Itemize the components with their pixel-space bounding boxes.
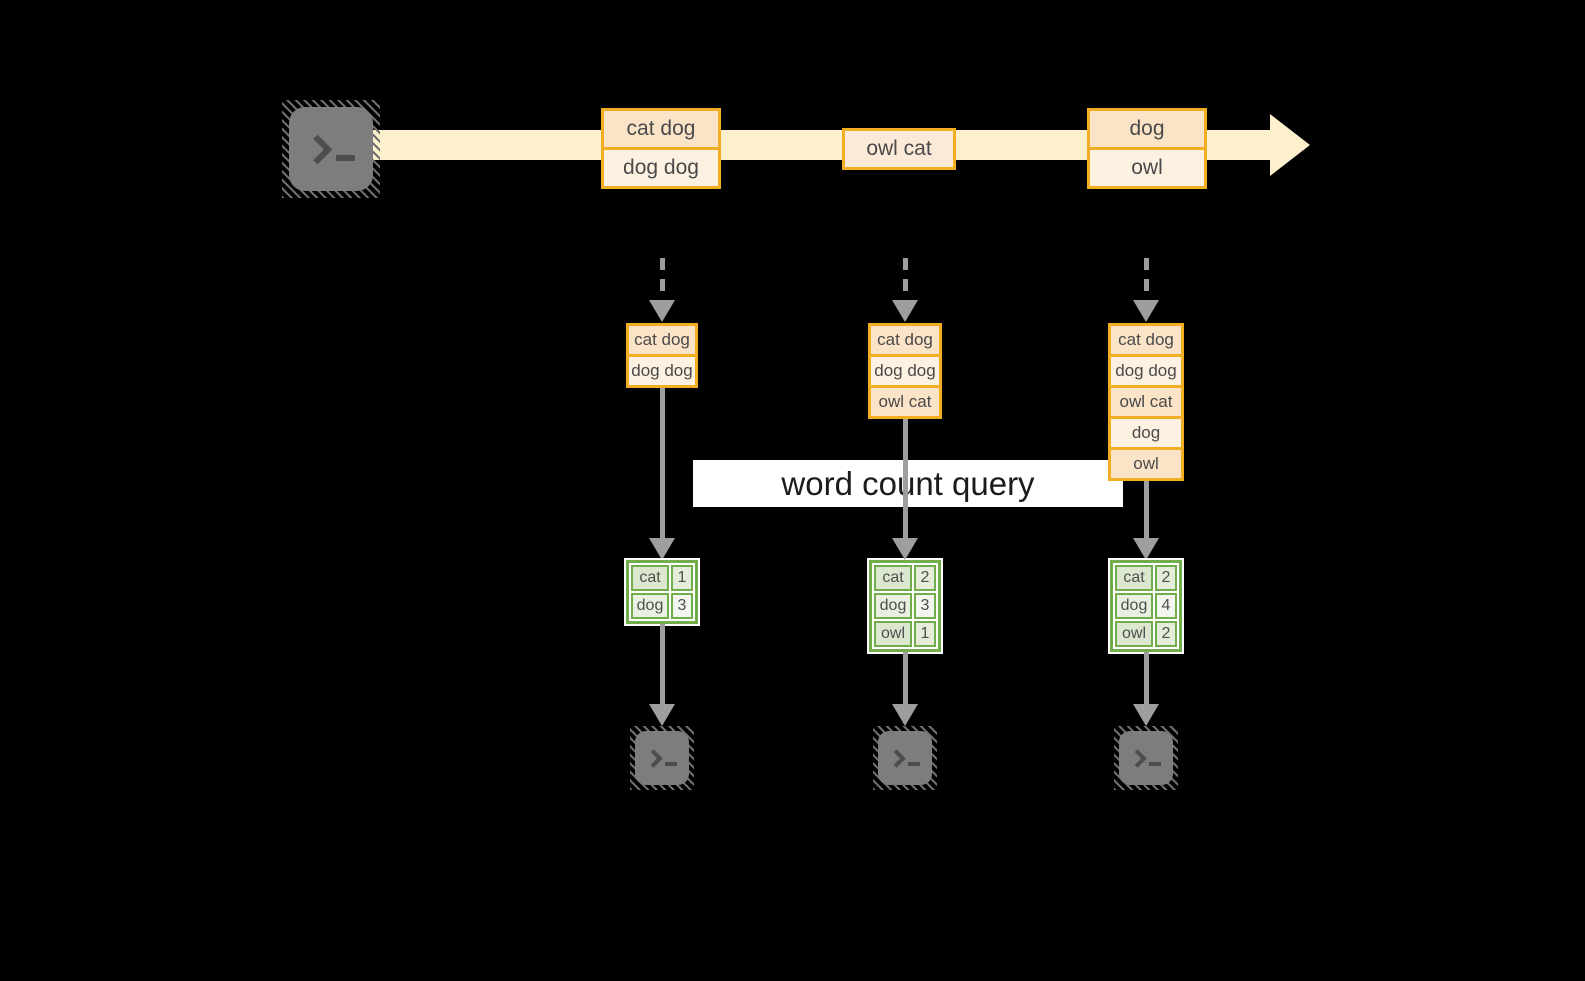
underscore-cursor-icon xyxy=(336,155,355,161)
stream-event-box-2: owl cat xyxy=(842,128,956,170)
dashed-arrow xyxy=(903,258,908,302)
dashed-arrowhead-icon xyxy=(892,300,918,322)
underscore-cursor-icon xyxy=(665,762,677,766)
event-buffer-stack-1: cat dog dog dog xyxy=(626,323,698,388)
table-cell-word: owl xyxy=(874,621,912,647)
underscore-cursor-icon xyxy=(1149,762,1161,766)
table-cell-word: owl xyxy=(1115,621,1153,647)
table-cell-count: 2 xyxy=(914,565,936,591)
event-cell: dog xyxy=(1087,108,1207,150)
table-cell-count: 4 xyxy=(1155,593,1177,619)
terminal-prompt-icon xyxy=(289,107,373,191)
table-cell-word: dog xyxy=(631,593,669,619)
table-cell-count: 2 xyxy=(1155,565,1177,591)
buffer-cell: cat dog xyxy=(1108,323,1184,357)
table-cell-count: 3 xyxy=(671,593,693,619)
buffer-cell: owl xyxy=(1108,447,1184,481)
table-cell-count: 3 xyxy=(914,593,936,619)
flow-arrow xyxy=(903,652,908,704)
table-cell-count: 1 xyxy=(914,621,936,647)
table-cell-count: 1 xyxy=(671,565,693,591)
table-cell-word: dog xyxy=(1115,593,1153,619)
query-banner: word count query xyxy=(693,460,1123,507)
chevron-right-icon xyxy=(644,748,663,768)
event-cell: cat dog xyxy=(601,108,721,150)
word-count-table-3: cat 2 dog 4 owl 2 xyxy=(1108,558,1184,654)
buffer-cell: cat dog xyxy=(868,323,942,357)
table-cell-count: 2 xyxy=(1155,621,1177,647)
table-cell-word: dog xyxy=(874,593,912,619)
event-buffer-stack-3: cat dog dog dog owl cat dog owl xyxy=(1108,323,1184,481)
table-cell-word: cat xyxy=(874,565,912,591)
table-cell-word: cat xyxy=(1115,565,1153,591)
sink-terminal-icon xyxy=(873,726,937,790)
flow-arrowhead-icon xyxy=(892,538,918,560)
event-cell: dog dog xyxy=(601,147,721,189)
event-stream-arrowhead-icon xyxy=(1270,114,1310,176)
stream-event-box-1: cat dog dog dog xyxy=(601,108,721,189)
flow-arrow xyxy=(660,388,665,538)
source-terminal-icon xyxy=(282,100,380,198)
buffer-cell: dog xyxy=(1108,416,1184,450)
buffer-cell: dog dog xyxy=(868,354,942,388)
terminal-prompt-icon xyxy=(635,731,689,785)
buffer-cell: dog dog xyxy=(626,354,698,388)
dashed-arrowhead-icon xyxy=(649,300,675,322)
buffer-cell: dog dog xyxy=(1108,354,1184,388)
dashed-arrow xyxy=(1144,258,1149,302)
flow-arrowhead-icon xyxy=(649,538,675,560)
event-cell: owl cat xyxy=(842,128,956,170)
event-cell: owl xyxy=(1087,147,1207,189)
underscore-cursor-icon xyxy=(908,762,920,766)
flow-arrowhead-icon xyxy=(649,704,675,726)
buffer-cell: owl cat xyxy=(868,385,942,419)
chevron-right-icon xyxy=(887,748,906,768)
flow-arrow xyxy=(1144,652,1149,704)
word-count-table-1: cat 1 dog 3 xyxy=(624,558,700,626)
sink-terminal-icon xyxy=(630,726,694,790)
terminal-prompt-icon xyxy=(1119,731,1173,785)
table-cell-word: cat xyxy=(631,565,669,591)
word-count-table-2: cat 2 dog 3 owl 1 xyxy=(867,558,943,654)
flow-arrowhead-icon xyxy=(1133,704,1159,726)
chevron-right-icon xyxy=(1128,748,1147,768)
terminal-prompt-icon xyxy=(878,731,932,785)
flow-arrow xyxy=(903,419,908,538)
flow-arrowhead-icon xyxy=(892,704,918,726)
dashed-arrowhead-icon xyxy=(1133,300,1159,322)
dashed-arrow xyxy=(660,258,665,302)
flow-arrow xyxy=(660,624,665,704)
chevron-right-icon xyxy=(302,134,333,164)
event-buffer-stack-2: cat dog dog dog owl cat xyxy=(868,323,942,419)
buffer-cell: cat dog xyxy=(626,323,698,357)
stream-event-box-3: dog owl xyxy=(1087,108,1207,189)
sink-terminal-icon xyxy=(1114,726,1178,790)
flow-arrow xyxy=(1144,481,1149,538)
flow-arrowhead-icon xyxy=(1133,538,1159,560)
buffer-cell: owl cat xyxy=(1108,385,1184,419)
